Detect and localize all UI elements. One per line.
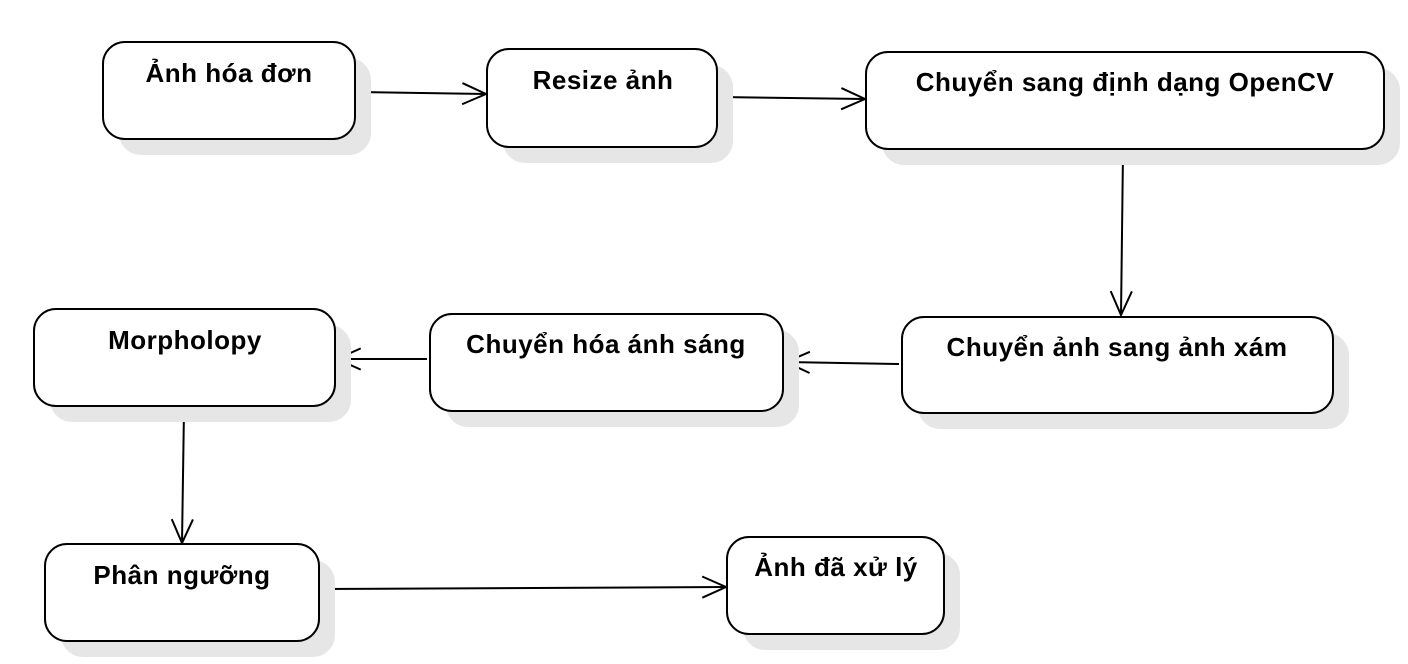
node-box bbox=[865, 51, 1385, 150]
edge-line bbox=[355, 91, 487, 95]
node-morphology: Morpholopy bbox=[33, 308, 351, 422]
arrowhead-icon bbox=[1109, 290, 1133, 318]
node-anh-da-xu-ly: Ảnh đã xử lý bbox=[726, 536, 960, 650]
node-box bbox=[726, 536, 945, 635]
node-chuyen-opencv: Chuyển sang định dạng OpenCV bbox=[865, 51, 1400, 165]
node-anh-hoa-don: Ảnh hóa đơn bbox=[102, 41, 371, 155]
node-box bbox=[33, 308, 336, 407]
node-chuyen-xam: Chuyển ảnh sang ảnh xám bbox=[901, 316, 1349, 429]
edge-line bbox=[785, 361, 900, 365]
edge-phan-nguong-to-anh-da-xu-ly bbox=[319, 575, 729, 599]
node-box bbox=[44, 543, 320, 642]
node-phan-nguong: Phân ngưỡng bbox=[44, 543, 335, 657]
edge-chuyen-xam-to-chuyen-hoa-anh-sang bbox=[783, 350, 900, 374]
edge-anh-hoa-don-to-resize-anh bbox=[355, 82, 489, 106]
node-box bbox=[102, 41, 356, 140]
node-label: Resize ảnh bbox=[533, 65, 674, 95]
edge-morphology-to-phan-nguong bbox=[170, 408, 194, 546]
node-label: Chuyển sang định dạng OpenCV bbox=[916, 67, 1335, 97]
edge-chuyen-opencv-to-chuyen-xam bbox=[1109, 151, 1133, 318]
edge-line bbox=[319, 586, 727, 590]
nodes-layer: Ảnh hóa đơn Resize ảnh Chuyển sang định dạ… bbox=[33, 41, 1400, 657]
node-label: Chuyển hóa ánh sáng bbox=[466, 329, 746, 359]
node-box bbox=[486, 48, 718, 148]
node-label: Phân ngưỡng bbox=[93, 560, 270, 590]
edge-line bbox=[181, 408, 185, 544]
edge-line bbox=[1120, 151, 1124, 316]
node-label: Chuyển ảnh sang ảnh xám bbox=[947, 332, 1288, 362]
node-chuyen-hoa-anh-sang: Chuyển hóa ánh sáng bbox=[429, 313, 799, 427]
node-resize-anh: Resize ảnh bbox=[486, 48, 733, 163]
node-label: Ảnh hóa đơn bbox=[146, 58, 313, 88]
node-label: Morpholopy bbox=[108, 325, 262, 355]
edge-resize-anh-to-chuyen-opencv bbox=[718, 87, 868, 111]
node-box bbox=[901, 316, 1334, 414]
edge-line bbox=[718, 96, 866, 100]
node-box bbox=[429, 313, 784, 412]
node-label: Ảnh đã xử lý bbox=[754, 552, 918, 582]
